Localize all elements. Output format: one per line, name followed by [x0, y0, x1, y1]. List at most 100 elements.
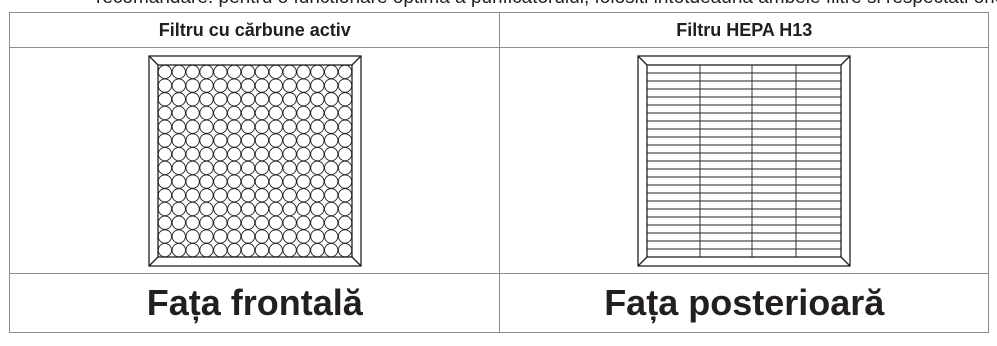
carbon-pellet-circle	[254, 160, 269, 175]
carbon-pellet-circle	[337, 105, 352, 120]
carbon-pellet-circle	[185, 187, 200, 202]
carbon-pellet-circle	[171, 91, 186, 106]
carbon-pellet-circle	[185, 228, 200, 244]
carbon-pellet-circle	[240, 187, 255, 202]
carbon-pellet-circle	[323, 119, 339, 134]
carbon-pellet-circle	[323, 77, 339, 93]
carbon-pellet-circle	[185, 64, 200, 79]
carbon-pellet-circle	[337, 77, 352, 93]
carbon-pellet-circle	[254, 228, 269, 244]
carbon-pellet-circle	[309, 64, 325, 79]
header-row: Filtru cu cărbune activ Filtru HEPA H13	[8, 12, 989, 48]
carbon-pellet-circle	[171, 77, 186, 93]
carbon-pellet-circle	[226, 242, 242, 257]
carbon-pellet-circle	[199, 132, 214, 148]
filter-outer-frame	[637, 54, 851, 267]
carbon-pellet-circle	[226, 105, 242, 120]
carbon-pellet-circle	[226, 91, 242, 106]
carbon-pellet-circle	[337, 119, 352, 134]
carbon-pellet-circle	[157, 119, 172, 134]
carbon-pellet-circle	[254, 242, 269, 257]
carbon-pellet-circle	[199, 77, 214, 93]
carbon-pellet-circle	[254, 77, 269, 93]
header-carbon-filter: Filtru cu cărbune activ	[8, 12, 501, 48]
caption-row: Fața frontală Fața posterioară	[8, 273, 989, 333]
carbon-pellet-circle	[157, 215, 172, 230]
carbon-pellet-circle	[212, 146, 228, 161]
carbon-pellet-circle	[337, 146, 352, 161]
carbon-pellet-circle	[268, 228, 283, 244]
carbon-pellet-circle	[282, 119, 297, 134]
carbon-pellet-circle	[212, 228, 228, 244]
carbon-pellet-circle	[337, 228, 352, 244]
carbon-pellet-circle	[171, 105, 186, 120]
carbon-pellet-circle	[323, 91, 339, 106]
carbon-pellet-circle	[240, 201, 255, 216]
carbon-pellet-circle	[199, 91, 214, 106]
carbon-pellet-circle	[212, 160, 228, 175]
carbon-pellet-circle	[254, 64, 269, 79]
frame-corner-line	[148, 256, 159, 266]
carbon-pellet-circle	[171, 64, 186, 79]
carbon-pellet-circle	[226, 132, 242, 148]
carbon-pellet-circle	[157, 228, 172, 244]
carbon-pellet-circle	[296, 77, 311, 93]
carbon-pellet-circle	[268, 146, 283, 161]
carbon-pellet-circle	[296, 201, 311, 216]
frame-corner-line	[637, 256, 648, 266]
carbon-pellet-circle	[240, 91, 255, 106]
carbon-pellet-circle	[171, 119, 186, 134]
carbon-pellet-circle	[157, 173, 172, 189]
carbon-pellet-circle	[185, 242, 200, 257]
carbon-pellet-circle	[323, 64, 339, 79]
carbon-pellet-circle	[309, 91, 325, 106]
carbon-pellet-circle	[240, 228, 255, 244]
carbon-pellet-circle	[157, 160, 172, 175]
carbon-pellet-circle	[254, 215, 269, 230]
carbon-pellet-circle	[309, 77, 325, 93]
carbon-pellet-circle	[323, 187, 339, 202]
carbon-pellet-circle	[212, 105, 228, 120]
carbon-pellet-circle	[282, 160, 297, 175]
carbon-pellet-circle	[185, 119, 200, 134]
carbon-pellet-circle	[337, 91, 352, 106]
carbon-pellet-circle	[282, 215, 297, 230]
carbon-pellet-circle	[296, 146, 311, 161]
carbon-pellet-circle	[282, 187, 297, 202]
carbon-pellet-circle	[226, 228, 242, 244]
filter-inner-frame	[157, 63, 353, 258]
carbon-pellet-circle	[199, 215, 214, 230]
carbon-pellet-circle	[171, 228, 186, 244]
carbon-pellet-circle	[309, 242, 325, 257]
carbon-pellet-circle	[240, 146, 255, 161]
carbon-pellet-circle	[226, 201, 242, 216]
carbon-pellet-circle	[296, 119, 311, 134]
carbon-pellet-circle	[309, 201, 325, 216]
carbon-pellet-circle	[199, 105, 214, 120]
carbon-pellet-circle	[185, 91, 200, 106]
carbon-pellet-circle	[212, 242, 228, 257]
carbon-pellet-circle	[185, 201, 200, 216]
carbon-pellet-circle	[282, 173, 297, 189]
carbon-pellet-circle	[157, 132, 172, 148]
carbon-pellet-circle	[268, 173, 283, 189]
carbon-pellet-circle	[171, 160, 186, 175]
carbon-pellet-circle	[171, 201, 186, 216]
carbon-pellet-circle	[323, 146, 339, 161]
carbon-pellet-circle	[199, 242, 214, 257]
carbon-pellet-circle	[282, 77, 297, 93]
caption-back-face: Fața posterioară	[499, 273, 989, 333]
carbon-pellet-circle	[282, 132, 297, 148]
carbon-pellet-circle	[337, 64, 352, 79]
carbon-pellet-circle	[171, 215, 186, 230]
carbon-pellet-circle	[337, 201, 352, 216]
carbon-pellet-circle	[240, 105, 255, 120]
carbon-pellet-circle	[185, 173, 200, 189]
carbon-pellet-circle	[268, 105, 283, 120]
carbon-pellet-circle	[309, 228, 325, 244]
carbon-pellet-circle	[212, 173, 228, 189]
carbon-pellet-circle	[199, 228, 214, 244]
carbon-pellet-circle	[240, 215, 255, 230]
carbon-pellet-circle	[296, 64, 311, 79]
carbon-pellet-circle	[199, 146, 214, 161]
